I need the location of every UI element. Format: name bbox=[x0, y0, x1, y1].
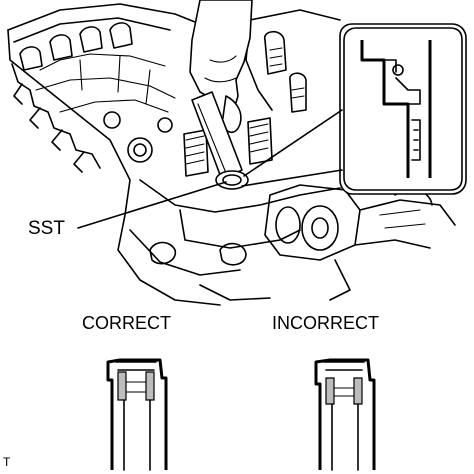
sst-leader-line bbox=[77, 181, 227, 229]
correct-seal-diagram bbox=[106, 358, 168, 471]
sst-label: SST bbox=[28, 218, 65, 239]
correct-label: CORRECT bbox=[82, 313, 171, 333]
corner-mark: T bbox=[3, 455, 11, 469]
incorrect-seal-diagram bbox=[314, 358, 376, 471]
incorrect-label: INCORRECT bbox=[272, 313, 379, 333]
hand-and-tool-drawing bbox=[189, 0, 253, 190]
detail-inset bbox=[241, 23, 467, 195]
